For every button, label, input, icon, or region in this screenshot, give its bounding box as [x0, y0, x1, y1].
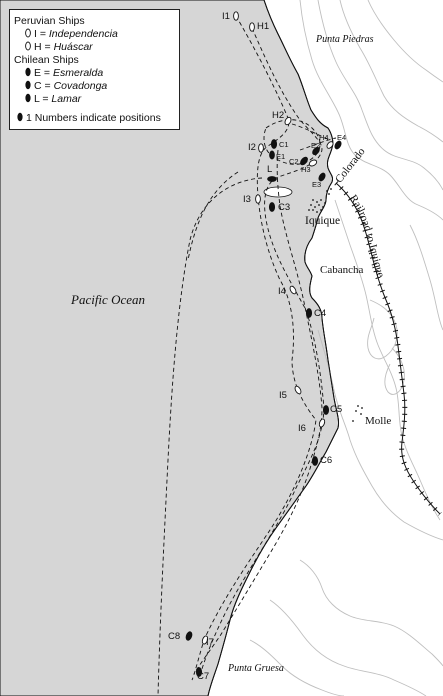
label-H3: H3: [301, 165, 311, 174]
place-punta-gruesa: Punta Gruesa: [228, 663, 284, 674]
filled-ship-icon: [25, 80, 31, 90]
label-C3: C3: [278, 202, 291, 213]
legend-chilean-heading: Chilean Ships: [14, 54, 79, 66]
label-E2: E2: [311, 141, 321, 150]
legend-item-independencia: I = Independencia: [24, 28, 118, 40]
ship-H1: [249, 22, 255, 32]
legend-item-huascar: H = Huáscar: [24, 41, 93, 53]
ship-I1: [233, 11, 239, 21]
label-I2: I2: [248, 142, 256, 153]
ship-C2: [300, 156, 308, 166]
label-I7: I7: [206, 637, 214, 648]
label-I6: I6: [298, 423, 306, 434]
label-E4: E4: [337, 133, 347, 142]
filled-ship-icon: [17, 112, 23, 122]
label-I1: I1: [222, 11, 230, 22]
ship-I7: [201, 635, 209, 645]
hollow-ship-icon: [25, 28, 31, 38]
hollow-ship-icon: [25, 41, 31, 51]
ship-C5: [322, 405, 330, 415]
label-H4: H4: [319, 133, 329, 142]
place-pacific-ocean: Pacific Ocean: [71, 292, 145, 307]
ship-E1: [269, 150, 275, 160]
label-I4: I4: [278, 286, 286, 297]
ship-E3: [318, 172, 326, 182]
ship-C6: [311, 456, 319, 466]
ship-H2: [284, 116, 292, 126]
label-I3: I3: [243, 194, 251, 205]
legend-item-covadonga: C = Covadonga: [24, 80, 107, 92]
place-cabancha: Cabancha: [320, 264, 364, 276]
place-molle: Molle: [365, 415, 392, 427]
label-C8: C8: [168, 631, 181, 642]
label-H1: H1: [257, 21, 270, 32]
ship-C1: [270, 139, 278, 149]
label-E3: E3: [312, 180, 322, 189]
label-I5: I5: [279, 390, 287, 401]
place-punta-piedras: Punta Piedras: [316, 34, 374, 45]
legend-item-esmeralda: E = Esmeralda: [24, 67, 103, 79]
ship-I5: [294, 385, 302, 395]
ship-markers: [185, 11, 342, 677]
ship-I4: [289, 285, 297, 295]
label-C4: C4: [314, 308, 327, 319]
label-H2: H2: [272, 110, 285, 121]
label-E1: E1: [276, 152, 286, 161]
filled-ship-icon: [25, 67, 31, 77]
molle-town: [352, 405, 363, 422]
ship-E4: [334, 140, 342, 150]
label-C6: C6: [320, 455, 333, 466]
ship-tracks: [157, 15, 337, 696]
ship-L: [267, 176, 277, 182]
legend-peruvian-heading: Peruvian Ships: [14, 15, 85, 27]
terrain-contours: [249, 0, 443, 696]
ship-C3: [268, 202, 276, 212]
ship-I6: [318, 418, 326, 428]
ship-H4: [326, 141, 334, 149]
ship-C4: [305, 308, 313, 318]
label-C1: C1: [279, 140, 289, 149]
ship-E2: [312, 146, 320, 156]
label-C5: C5: [330, 404, 343, 415]
ship-I3: [255, 194, 261, 204]
legend-positions-note: 1 Numbers indicate positions: [16, 112, 161, 124]
label-C2: C2: [289, 157, 299, 166]
ship-C8: [185, 631, 193, 641]
place-iquique: Iquique: [305, 215, 341, 227]
filled-ship-icon: [25, 93, 31, 103]
legend-item-lamar: L = Lamar: [24, 93, 81, 105]
ship-H3: [308, 159, 318, 167]
ship-C7: [195, 667, 203, 677]
ship-I2: [258, 143, 264, 153]
railroad-track-icon: [334, 181, 442, 516]
label-L: L: [267, 164, 273, 175]
label-C7: C7: [197, 671, 210, 682]
legend: Peruvian Ships I = Independencia H = Huá…: [9, 9, 180, 130]
